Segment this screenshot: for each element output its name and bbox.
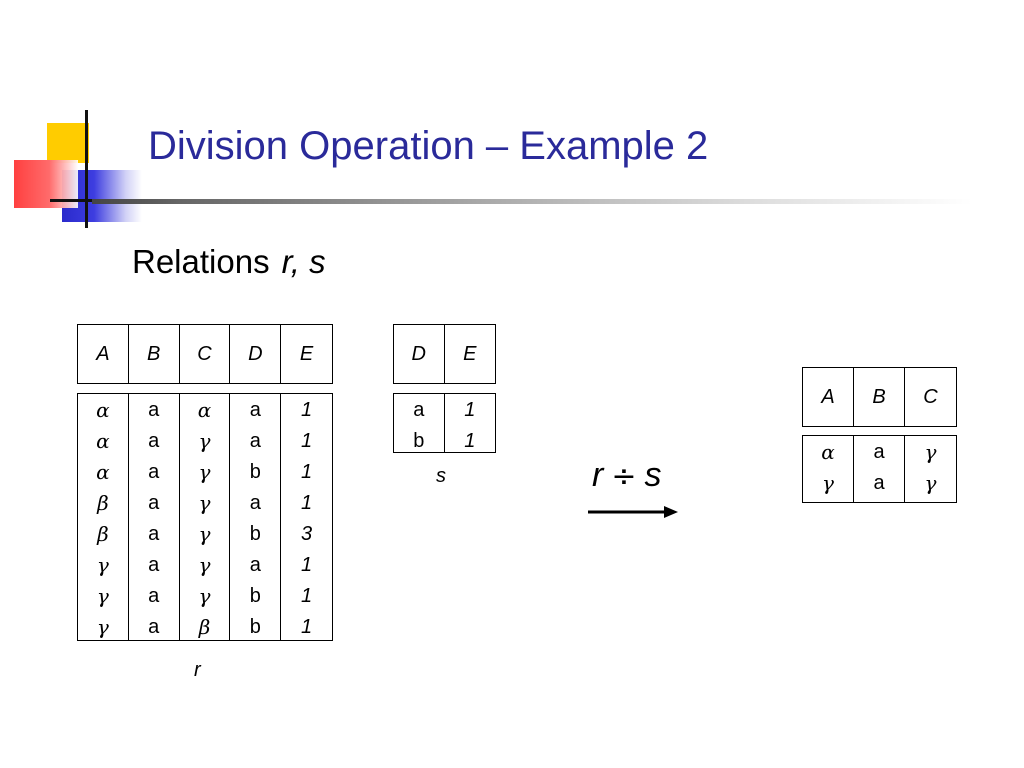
table-cell-value: 1 xyxy=(301,585,313,607)
table-cell-value: b xyxy=(249,585,261,607)
table-cell-value: a xyxy=(249,554,261,576)
relation-s-caption: s xyxy=(436,465,446,487)
operand-right: s xyxy=(644,456,662,494)
table-cell-value: a xyxy=(873,441,885,463)
table-cell-value: 1 xyxy=(464,430,476,452)
table-cell-value: α xyxy=(821,440,835,464)
table-cell-value: γ xyxy=(96,553,109,577)
table-cell-value: γ xyxy=(198,553,211,577)
slide-title: Division Operation – Example 2 xyxy=(148,124,709,168)
table-cell-value: 1 xyxy=(464,399,476,421)
table-cell-value: a xyxy=(148,461,160,483)
table-cell-value: β xyxy=(198,615,211,639)
r-header-cell: C xyxy=(180,325,231,383)
division-expression: r÷s xyxy=(592,456,661,495)
table-cell-value: γ xyxy=(96,615,109,639)
division-operator: ÷ xyxy=(611,459,637,494)
table-cell-value: 1 xyxy=(301,461,313,483)
result-header-cell: C xyxy=(923,385,938,408)
result-header-cell: A xyxy=(803,368,854,426)
table-cell-value: a xyxy=(148,523,160,545)
table-cell-value: a xyxy=(249,492,261,514)
table-cell-value: α xyxy=(96,460,110,484)
table-cell-value: γ xyxy=(198,584,211,608)
table-cell-value: a xyxy=(148,554,160,576)
table-cell-value: γ xyxy=(96,584,109,608)
table-cell-value: a xyxy=(413,399,425,421)
arrow-right-icon xyxy=(588,506,678,518)
table-cell-value: γ xyxy=(198,522,211,546)
table-cell-value: 1 xyxy=(301,492,313,514)
r-header-cell: B xyxy=(129,325,180,383)
relation-r-header: A B C D E xyxy=(77,324,333,384)
table-cell-value: 3 xyxy=(301,523,313,545)
table-cell-value: α xyxy=(197,398,212,422)
table-cell-value: b xyxy=(249,523,261,545)
table-cell-value: γ xyxy=(198,460,211,484)
subtitle-label: Relations xyxy=(132,243,270,280)
table-cell-value: a xyxy=(148,430,160,452)
r-header-cell: E xyxy=(299,342,314,365)
table-cell-value: γ xyxy=(924,471,937,495)
operand-left: r xyxy=(592,456,604,494)
table-cell-value: γ xyxy=(198,429,211,453)
table-cell-value: 1 xyxy=(301,399,313,421)
r-column-e: 1 1 1 1 3 1 1 1 xyxy=(281,394,332,640)
logo-vertical-line xyxy=(85,110,88,228)
table-cell-value: β xyxy=(97,522,109,546)
table-cell-value: γ xyxy=(198,491,211,515)
s-header-cell: D xyxy=(394,325,445,383)
table-cell-value: 1 xyxy=(301,554,313,576)
table-cell-value: a xyxy=(148,399,160,421)
s-header-cell: E xyxy=(463,342,477,365)
title-divider xyxy=(92,199,972,204)
table-cell-value: a xyxy=(148,585,160,607)
table-cell-value: a xyxy=(873,472,885,494)
table-cell-value: b xyxy=(413,430,425,452)
table-cell-value: 1 xyxy=(301,430,313,452)
table-cell-value: γ xyxy=(822,471,834,495)
slide-subtitle: Relations r, s xyxy=(132,243,326,281)
table-cell-value: a xyxy=(249,430,261,452)
table-cell-value: a xyxy=(148,616,160,638)
result-header-cell: B xyxy=(854,368,905,426)
logo-yellow-square xyxy=(47,123,89,163)
r-header-cell: D xyxy=(230,325,282,383)
subtitle-relation-names: r, s xyxy=(281,243,326,280)
logo-horizontal-line xyxy=(50,199,98,202)
relation-r-caption: r xyxy=(194,659,201,681)
table-cell-value: β xyxy=(97,491,109,515)
table-cell-value: a xyxy=(249,399,261,421)
relation-s-header: D E xyxy=(393,324,496,384)
result-header: A B C xyxy=(802,367,957,427)
table-cell-value: b xyxy=(249,616,261,638)
r-header-cell: A xyxy=(78,325,129,383)
table-cell-value: α xyxy=(96,398,110,422)
slide-logo xyxy=(0,0,160,240)
table-cell-value: 1 xyxy=(301,616,313,638)
table-cell-value: a xyxy=(148,492,160,514)
table-cell-value: b xyxy=(249,461,261,483)
table-cell-value: γ xyxy=(924,440,937,464)
table-cell-value: α xyxy=(96,429,110,453)
